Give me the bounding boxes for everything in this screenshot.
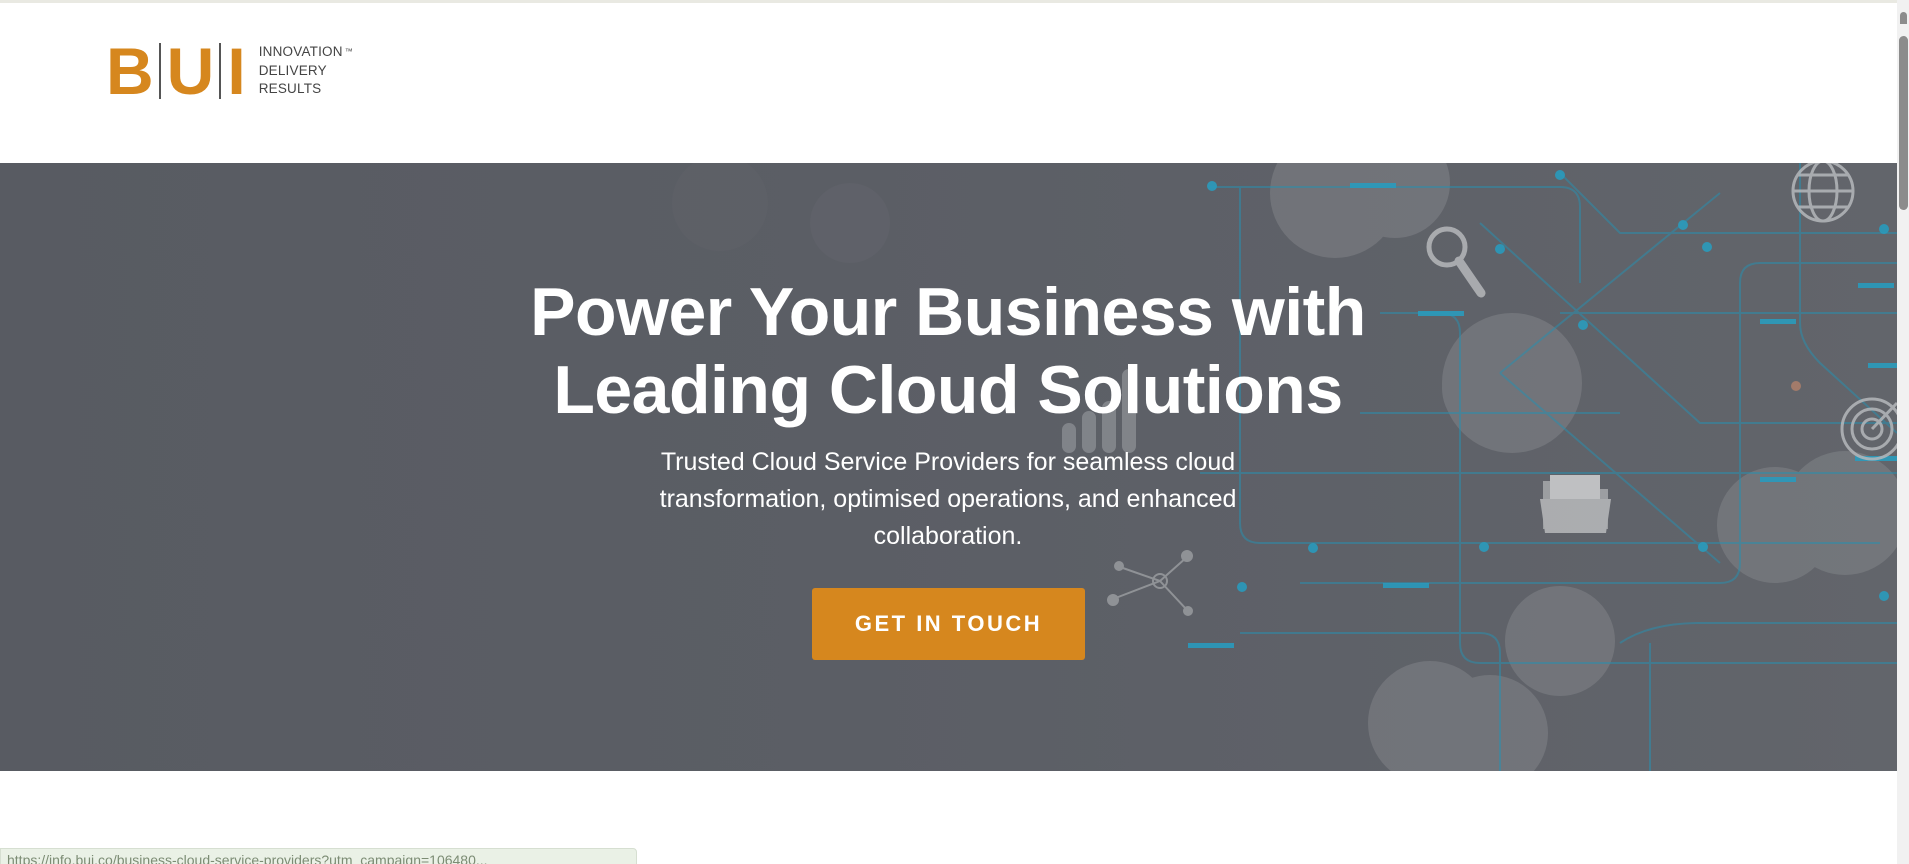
- hero-banner: Power Your Business with Leading Cloud S…: [0, 163, 1897, 771]
- hero-title-line1: Power Your Business with: [530, 274, 1366, 350]
- target-icon: [1840, 397, 1897, 461]
- logo-letters: B U I: [106, 34, 246, 108]
- scrollbar-up-arrow[interactable]: [1900, 12, 1907, 24]
- hero-content: Power Your Business with Leading Cloud S…: [0, 163, 1897, 771]
- get-in-touch-button[interactable]: GET IN TOUCH: [812, 588, 1085, 660]
- hero-title-line2: Leading Cloud Solutions: [553, 352, 1343, 428]
- top-rule: [0, 0, 1909, 3]
- logo-divider: [219, 43, 222, 99]
- page-scrollbar[interactable]: [1897, 0, 1909, 864]
- tagline-delivery: DELIVERY: [258, 62, 327, 78]
- scrollbar-thumb[interactable]: [1899, 36, 1908, 210]
- hero-background-art: [672, 163, 1897, 771]
- logo-letter-u: U: [166, 34, 215, 108]
- logo-divider: [158, 43, 161, 99]
- logo-letter-i: I: [227, 34, 245, 108]
- globe-icon: [1791, 163, 1855, 223]
- logo-letter-b: B: [106, 34, 154, 108]
- trademark-symbol: ™: [344, 47, 353, 57]
- tagline-results: RESULTS: [258, 81, 322, 97]
- status-bar-url: https://info.bui.co/business-cloud-servi…: [0, 848, 637, 864]
- search-icon: [1426, 226, 1486, 298]
- hero-subtitle: Trusted Cloud Service Providers for seam…: [659, 448, 1237, 550]
- network-icon: [1107, 550, 1193, 616]
- folder-icon: [1540, 475, 1611, 533]
- hero-title: Power Your Business with Leading Cloud S…: [448, 273, 1448, 429]
- bar-chart-icon: [1062, 369, 1136, 453]
